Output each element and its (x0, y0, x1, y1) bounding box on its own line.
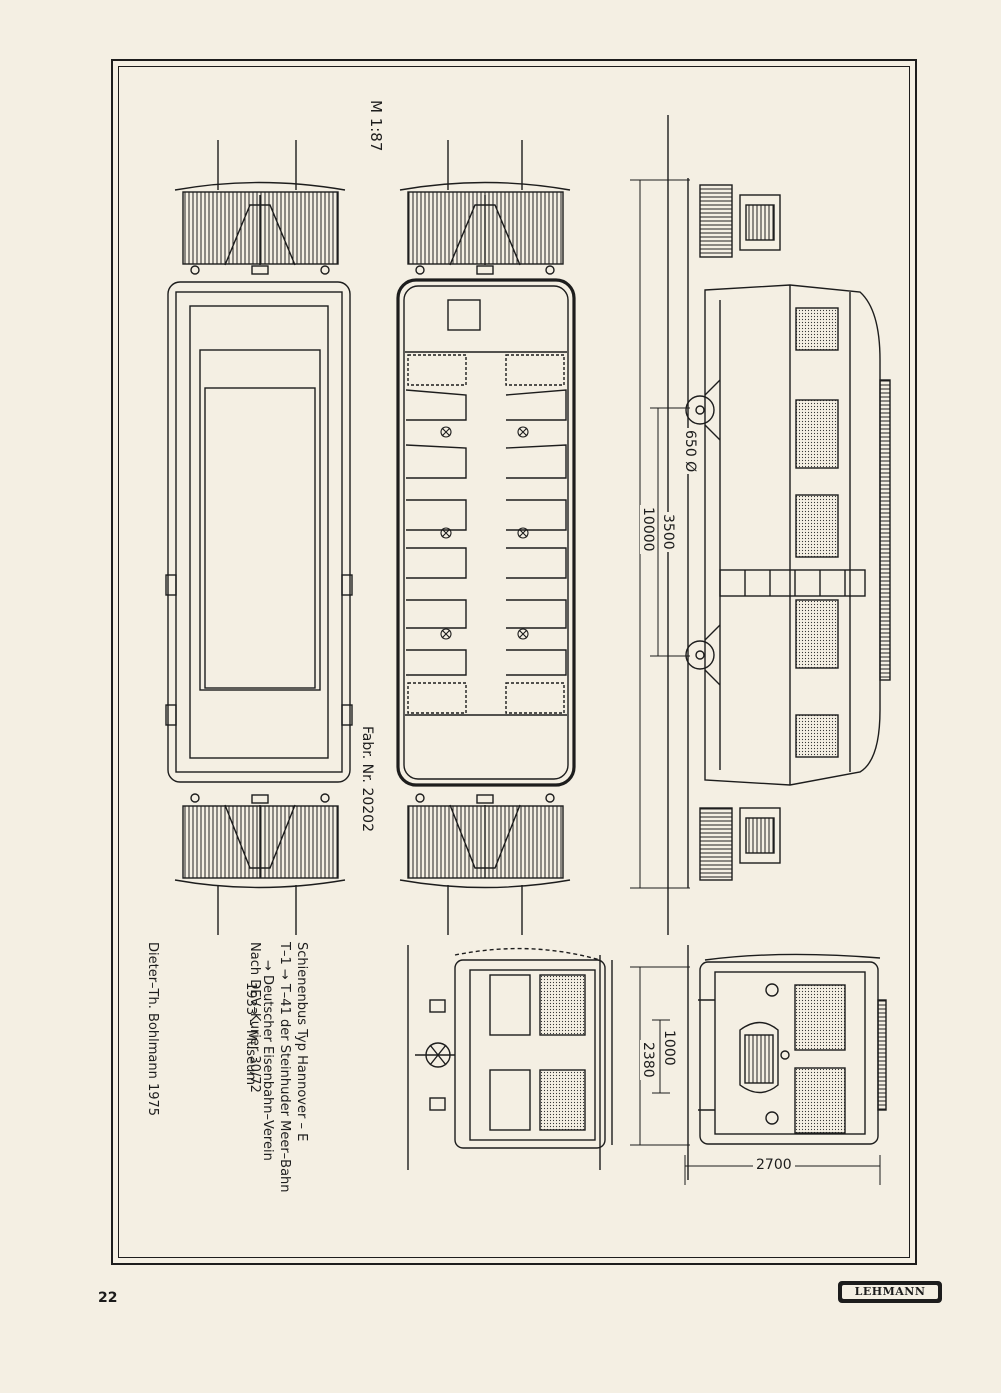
end-view-section (407, 945, 613, 1170)
roof-plan-view (165, 140, 353, 935)
drawing-scale-label: M 1:87 (367, 100, 385, 152)
brand-logo: LEHMANN (838, 1281, 942, 1303)
dim-wheelbase: 3500 (660, 512, 676, 552)
floor-plan-view (396, 140, 576, 935)
caption-line-2: T–1 → T–41 der Steinhuder Meer–Bahn (277, 942, 292, 1193)
side-elevation-view (667, 115, 891, 935)
caption-line-1: Schienenbus Typ Hannover – E (294, 942, 309, 1142)
brand-logo-text: LEHMANN (842, 1285, 938, 1299)
factory-number-label: Fabr. Nr. 20202 (359, 726, 375, 832)
dim-height: 2380 (640, 1040, 656, 1080)
drawing-frame-outer (111, 59, 917, 1265)
drawing-frame-inner (118, 66, 910, 1258)
dim-width: 2700 (753, 1157, 795, 1173)
dim-track-gauge: 1000 (661, 1028, 677, 1068)
source-label: Nach DEV–Kurier 30/72 (247, 942, 262, 1093)
dim-overall-length: 10000 (640, 505, 656, 554)
front-view-section (687, 945, 887, 1180)
author-label: Dieter–Th. Bohlmann 1975 (145, 942, 160, 1117)
dim-wheel-diameter: 650 Ø (682, 428, 698, 475)
page-number: 22 (98, 1290, 118, 1306)
